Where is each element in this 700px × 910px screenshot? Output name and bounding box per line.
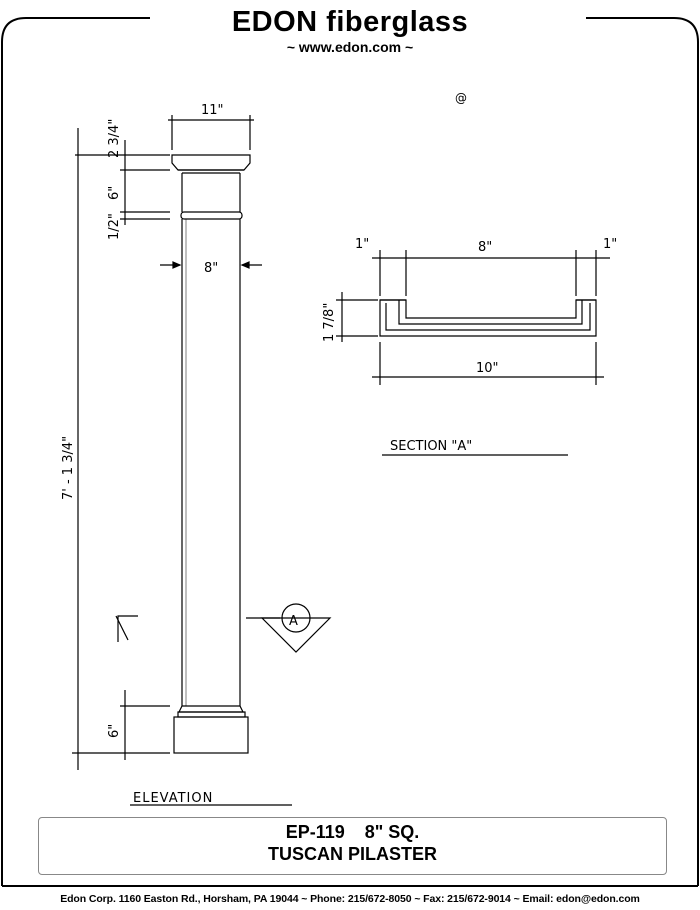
dim-neck-height: 6" (107, 186, 122, 200)
dim-astragal: 1/2" (107, 213, 122, 240)
dim-overall-height: 7' - 1 3/4" (61, 436, 76, 500)
dim-total-width: 10" (476, 361, 499, 376)
brand-title: EDON fiberglass (231, 6, 469, 38)
dim-face: 8" (478, 240, 492, 255)
dim-depth: 1 7/8" (322, 303, 337, 342)
product-name: TUSCAN PILASTER (267, 844, 437, 864)
section-marker-letter: A (289, 614, 298, 629)
elevation-view (72, 115, 280, 770)
section-label: SECTION "A" (390, 439, 472, 454)
brand-url: ~ www.edon.com ~ (286, 39, 414, 55)
svg-text:@: @ (455, 91, 467, 105)
dim-shaft-width: 8" (204, 261, 218, 276)
model-number: EP-119 8" SQ. (285, 822, 420, 842)
section-a-marker (260, 603, 332, 653)
title-block: EP-119 8" SQ. TUSCAN PILASTER (38, 817, 667, 875)
dim-return-left: 1" (355, 237, 369, 252)
dim-capital-width: 11" (201, 103, 224, 118)
dim-cap-height: 2 3/4" (107, 119, 122, 158)
dim-base-height: 6" (107, 724, 122, 738)
dim-return-right: 1" (603, 237, 617, 252)
contact-footer: Edon Corp. 1160 Easton Rd., Horsham, PA … (60, 893, 640, 905)
section-a-view (336, 250, 610, 456)
elevation-label: ELEVATION (133, 791, 213, 806)
